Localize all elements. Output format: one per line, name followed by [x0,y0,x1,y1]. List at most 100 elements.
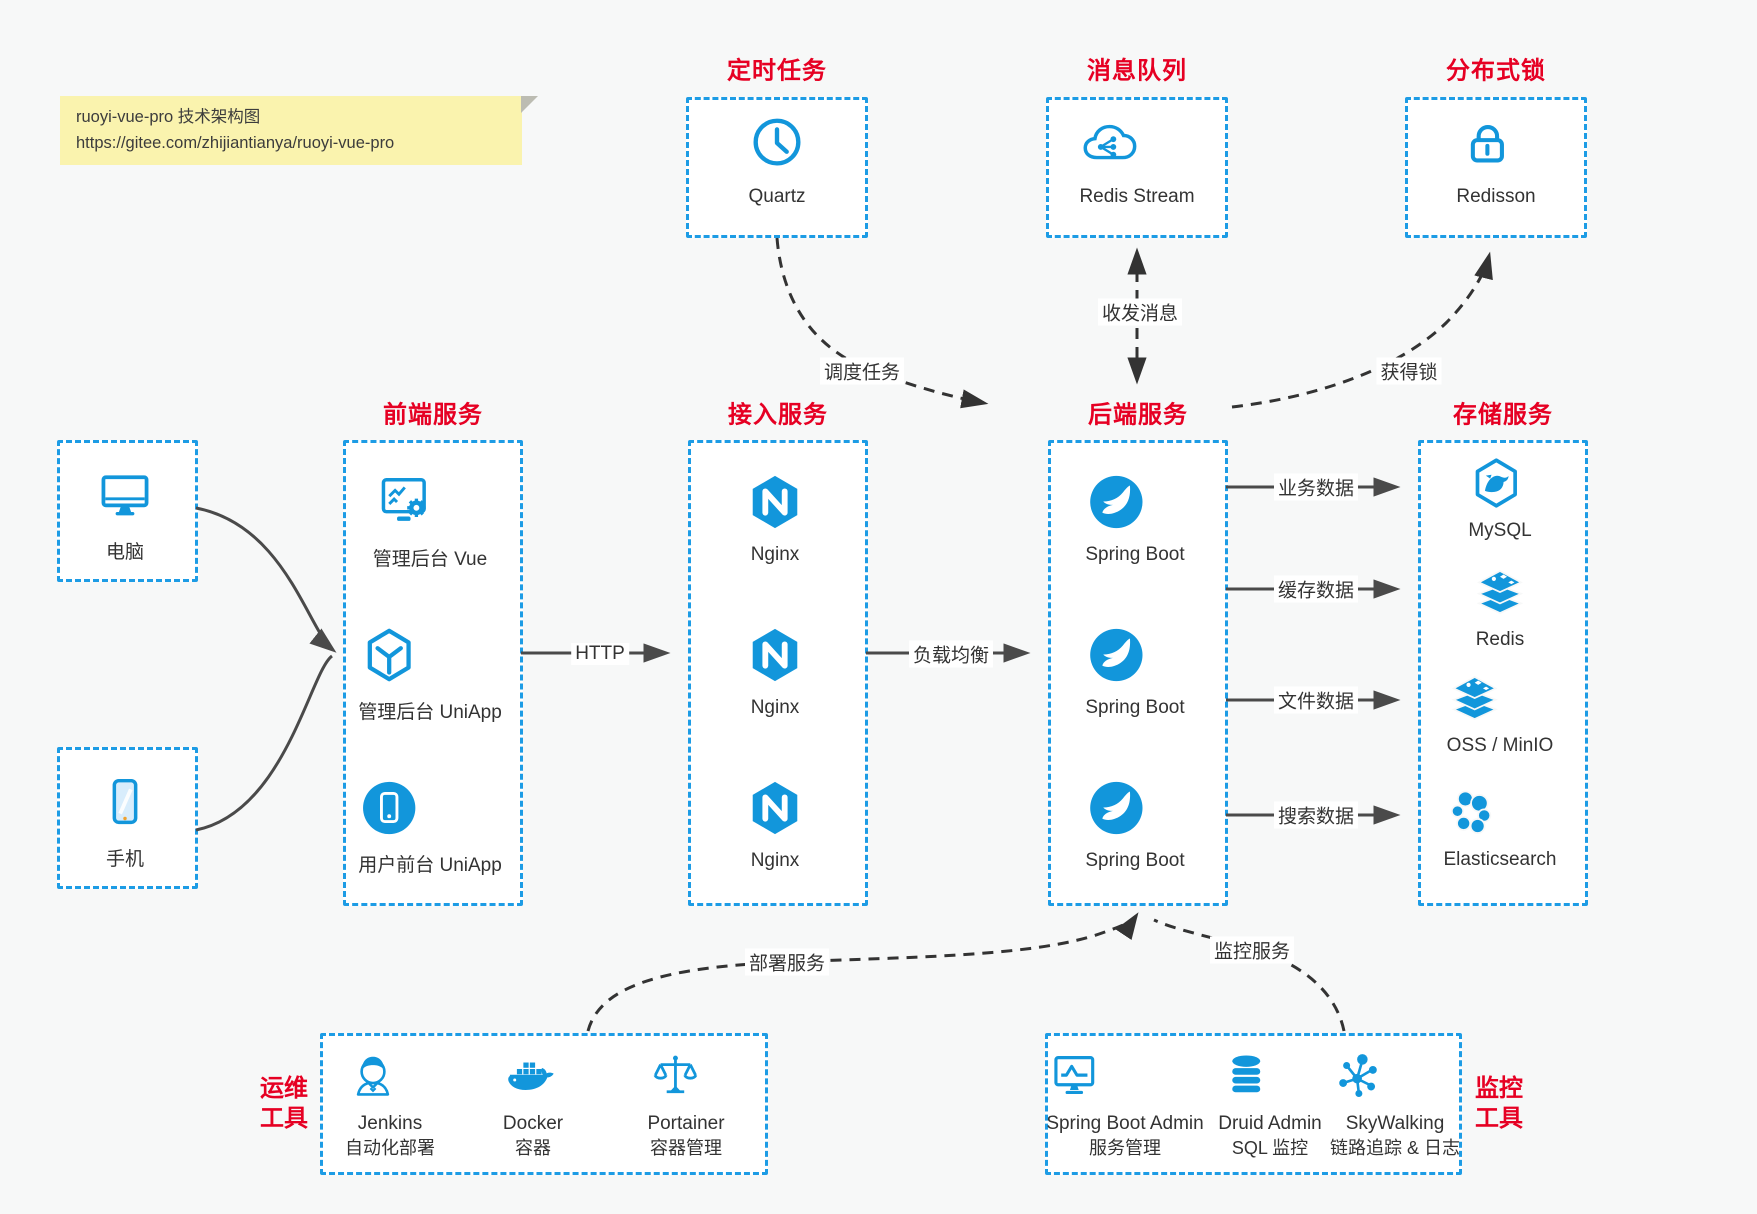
node-label: OSS / MinIO [1446,735,1554,756]
node-jenkins: Jenkins 自动化部署 [345,1048,435,1160]
sticky-note: ruoyi-vue-pro 技术架构图 https://gitee.com/zh… [60,96,538,166]
node-label: Quartz [748,186,806,207]
box-ops-tools [320,1033,768,1175]
node-redis-stream: Redis Stream [1079,113,1195,208]
edge-label-messaging: 收发消息 [1097,298,1183,326]
phone-icon [94,771,156,833]
node-title: Spring Boot Admin [1046,1113,1204,1134]
edge-acquire-lock [1231,251,1493,409]
node-label: 管理后台 UniApp [358,702,502,723]
section-label-message-queue: 消息队列 [1087,57,1187,85]
mysql-icon [1468,455,1531,511]
section-label-distributed-lock: 分布式锁 [1446,57,1546,85]
node-spring-boot-1: Spring Boot [1085,471,1185,566]
spring-icon [1085,471,1184,533]
node-title: SkyWalking [1345,1113,1445,1134]
node-label: 手机 [105,849,144,870]
edge-label-acquire-lock: 获得锁 [1376,357,1442,385]
edge-phone-to-frontend [195,654,334,832]
node-nginx-3: Nginx [744,777,806,872]
section-label-gateway: 接入服务 [728,401,828,429]
layers-icon [1472,564,1528,620]
node-admin-uniapp: 管理后台 UniApp [358,624,502,724]
note-title: ruoyi-vue-pro 技术架构图 [76,108,261,126]
nginx-icon [744,624,806,686]
node-label: Nginx [750,544,800,565]
node-label: Redis Stream [1079,186,1195,207]
node-subtitle: 服务管理 [1089,1138,1161,1158]
node-label: Spring Boot [1085,544,1185,565]
nginx-icon [744,471,806,533]
node-title: Druid Admin [1218,1113,1322,1134]
node-title: Jenkins [357,1113,423,1134]
jenkins-icon [345,1048,435,1104]
node-desktop: 电脑 [95,466,155,564]
cloud-stream-icon [1079,113,1194,175]
node-subtitle: 容器 [515,1138,551,1158]
topology-icon [1330,1048,1460,1104]
box-storage-services [1418,440,1588,906]
docker-icon [503,1048,563,1104]
mobile-circle-icon [358,777,502,839]
spring-icon [1085,777,1184,839]
node-label: 管理后台 Vue [372,549,488,570]
node-phone: 手机 [94,771,156,871]
node-mysql: MySQL [1468,455,1532,542]
scales-icon [647,1048,724,1104]
edge-deploy [586,912,1139,1032]
edge-label-load-balance: 负载均衡 [908,640,994,668]
node-label: 用户前台 UniApp [358,855,502,876]
nginx-icon [744,777,806,839]
node-title: Portainer [647,1113,725,1134]
edge-label-schedule-task: 调度任务 [819,357,905,385]
box-redis-stream [1046,97,1228,238]
box-backend-services [1048,440,1228,906]
node-docker: Docker 容器 [503,1048,563,1160]
node-spring-boot-admin: Spring Boot Admin 服务管理 [1046,1048,1204,1160]
section-label-monitor-tools: 监控 工具 [1475,1075,1523,1132]
box-redisson [1405,97,1587,238]
node-spring-boot-3: Spring Boot [1085,777,1185,872]
node-spring-boot-2: Spring Boot [1085,624,1185,719]
spring-icon [1085,624,1184,686]
node-druid-admin: Druid Admin SQL 监控 [1218,1048,1322,1160]
node-elasticsearch: Elasticsearch [1444,784,1557,871]
node-redis: Redis [1472,564,1528,651]
section-label-ops-tools: 运维 工具 [260,1075,308,1132]
node-label: MySQL [1468,520,1532,541]
edge-label-business-data: 业务数据 [1273,473,1359,501]
edge-label-monitor: 监控服务 [1209,936,1295,964]
node-label: Nginx [750,697,800,718]
edge-label-file-data: 文件数据 [1273,686,1359,714]
node-nginx-2: Nginx [744,624,806,719]
clock-icon [746,113,808,175]
admin-screen-gear-icon [373,471,487,533]
node-subtitle: 容器管理 [649,1138,722,1158]
edge-label-cache-data: 缓存数据 [1273,575,1359,603]
node-label: Elasticsearch [1443,849,1557,870]
lock-icon [1456,113,1535,175]
node-label: Nginx [750,850,800,871]
node-label: 电脑 [105,542,144,563]
edge-label-search-data: 搜索数据 [1273,801,1359,829]
cube-icon [358,624,502,686]
section-label-scheduled-task: 定时任务 [727,57,827,85]
node-user-uniapp: 用户前台 UniApp [358,777,502,877]
desktop-icon [95,466,155,526]
database-icon [1218,1048,1322,1104]
section-label-storage: 存储服务 [1453,401,1553,429]
node-redisson: Redisson [1456,113,1536,208]
node-label: Redisson [1456,186,1536,207]
node-label: Spring Boot [1085,697,1185,718]
note-url: https://gitee.com/zhijiantianya/ruoyi-vu… [76,133,395,152]
node-subtitle: 自动化部署 [345,1138,435,1158]
section-label-frontend: 前端服务 [383,401,483,429]
section-label-backend: 后端服务 [1088,401,1188,429]
node-title: Docker [502,1113,564,1134]
node-nginx-1: Nginx [744,471,806,566]
edge-label-http: HTTP [571,643,629,665]
edge-label-deploy: 部署服务 [744,948,830,976]
node-quartz: Quartz [746,113,808,208]
edge-desktop-to-frontend [195,506,337,653]
